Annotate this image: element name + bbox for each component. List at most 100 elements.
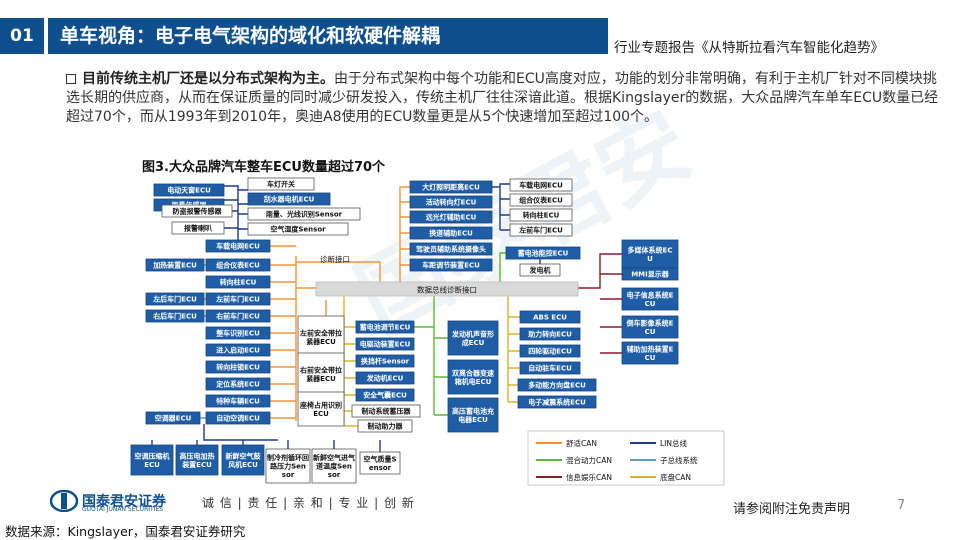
report-subtitle: 行业专题报告《从特斯拉看汽车智能化趋势》 (614, 40, 884, 56)
ecu-label: 倒车影像系统E (626, 318, 674, 327)
ecu-box: 安全气囊ECU (355, 388, 415, 402)
ecu-label: 高压蓄电池充 (452, 406, 494, 415)
comfort-can-line (399, 186, 410, 288)
ecu-box: 制动系统蓄压器 (351, 404, 421, 418)
ecu-label: 组合仪表ECU (216, 261, 260, 270)
ecu-label: 空调器ECU (155, 414, 192, 423)
ecu-label: ECU (313, 410, 329, 418)
ecu-label: 座椅占用识别 (300, 400, 342, 409)
brand-logo: 国泰君安证券 GUOTAI JUNAN SECURITIES (50, 490, 166, 513)
ecu-box: 电驱动装置ECU (355, 337, 415, 351)
ecu-box: 发电机 (519, 263, 561, 277)
legend-entry: 舒适CAN (536, 438, 597, 448)
ecu-box: 刮水器电机ECU (247, 192, 331, 206)
ecu-label: 电动天窗ECU (167, 186, 211, 195)
ecu-box: 自动驻车ECU (519, 361, 581, 375)
section-number: 01 (0, 18, 44, 54)
ecu-label: 远光灯辅助ECU (426, 213, 477, 222)
body-lead: 目前传统主机厂还是以分布式架构为主。 (82, 71, 334, 87)
diag-interface-label: 诊断接口 (320, 254, 350, 264)
ecu-label: 活动转向灯ECU (426, 198, 477, 207)
ecu-label: sor (328, 471, 341, 479)
ecu-label: 新鲜空气鼓 (226, 451, 262, 460)
ecu-label: ensor (369, 464, 392, 472)
ecu-box: 蓄电池调节ECU (355, 320, 415, 334)
ecu-box: 报警喇叭 (171, 221, 225, 235)
ecu-label: 制冷剂循环回 (267, 453, 309, 462)
ecu-label: 电子信息系统E (627, 290, 674, 299)
sub-bus-line (200, 264, 206, 419)
ecu-label: 换挡杆Sensor (361, 357, 410, 366)
ecu-box: 空调器ECU (145, 411, 201, 425)
ecu-box: 加热装置ECU (145, 258, 205, 272)
ecu-box: 转向柱ECU (509, 208, 573, 222)
ecu-box: 车载电网ECU (509, 178, 573, 192)
ecu-label: 空调压缩机 (135, 451, 170, 460)
ecu-label: 特种车辆ECU (216, 397, 260, 406)
brand-mark-icon (50, 490, 78, 512)
ecu-box: 雨量、光线识别Sensor (247, 207, 361, 221)
ecu-label: 箱机电ECU (455, 377, 492, 386)
ecu-label: CU (645, 354, 656, 362)
ecu-box: 定位系统ECU (205, 377, 271, 391)
disclaimer-link[interactable]: 请参阅附注免责声明 (733, 502, 851, 517)
ecu-box: 组合仪表ECU (205, 258, 271, 272)
infotainment-can-line (578, 253, 622, 354)
ecu-label: 空气质量S (363, 454, 396, 463)
body-paragraph: 目前传统主机厂还是以分布式架构为主。由于分布式架构中每个功能和ECU高度对应，功… (66, 70, 946, 127)
ecu-label: 电器ECU (458, 415, 488, 424)
ecu-label: 左前车门ECU (518, 226, 563, 235)
ecu-label: 驾驶员辅助系统摄像头 (415, 245, 486, 254)
ecu-box: 换挡杆Sensor (355, 354, 415, 368)
ecu-box: 车载电网ECU (205, 239, 271, 253)
ecu-label: 自动驻车ECU (528, 364, 572, 373)
ecu-label: 左前安全带拉 (299, 328, 342, 337)
ecu-label: 发动机声音形 (451, 329, 494, 338)
ecu-box: 左前车门ECU (205, 292, 271, 306)
ecu-label: 整车识别ECU (215, 329, 260, 338)
ecu-label: 加热装置ECU (152, 261, 197, 270)
ecu-label: 紧器ECU (306, 337, 336, 346)
data-bus-label: 数据总线诊断接口 (417, 285, 477, 295)
ecu-label: 大灯照明距离ECU (422, 183, 480, 192)
ecu-label: 右前安全带拉 (299, 365, 342, 374)
ecu-label: U (647, 255, 653, 263)
ecu-box: 蓄电池能控ECU (505, 246, 581, 260)
ecu-box: 右后车门ECU (145, 309, 205, 323)
ecu-box: 电动天窗ECU (153, 183, 225, 197)
ecu-box: 左前车门ECU (509, 223, 573, 237)
legend-entry: 信息娱乐CAN (536, 472, 612, 482)
ecu-box: 换道辅助ECU (409, 226, 493, 240)
ecu-label: 双离合器变速 (452, 368, 494, 377)
comfort-can-line (270, 245, 297, 421)
ecu-label: 装置ECU (181, 460, 212, 469)
ecu-box: 右前车门ECU (205, 309, 271, 323)
ecu-box: 自动空调ECU (205, 411, 271, 425)
title-bar (48, 18, 608, 54)
ecu-label: CU (645, 300, 656, 308)
ecu-box: 转向柱锁ECU (205, 360, 271, 374)
ecu-box: 进入启动ECU (205, 343, 271, 357)
ecu-label: 车载电网ECU (216, 242, 260, 251)
legend-label: 信息娱乐CAN (566, 472, 612, 482)
square-bullet-icon (66, 74, 76, 84)
slogan: 诚 信 | 责 任 | 亲 和 | 专 业 | 创 新 (202, 496, 415, 510)
ecu-box: 左后车门ECU (145, 292, 205, 306)
ecu-label: 左前车门ECU (215, 295, 260, 304)
lin-bus-line (492, 183, 510, 231)
ecu-label: 换道辅助ECU (429, 229, 473, 238)
ecu-label: ABS ECU (533, 314, 567, 322)
ecu-label: 多媒体系统EC (628, 245, 673, 254)
ecu-label: 制动系统蓄压器 (362, 407, 412, 416)
ecu-label: 空气湿度Sensor (270, 225, 326, 234)
